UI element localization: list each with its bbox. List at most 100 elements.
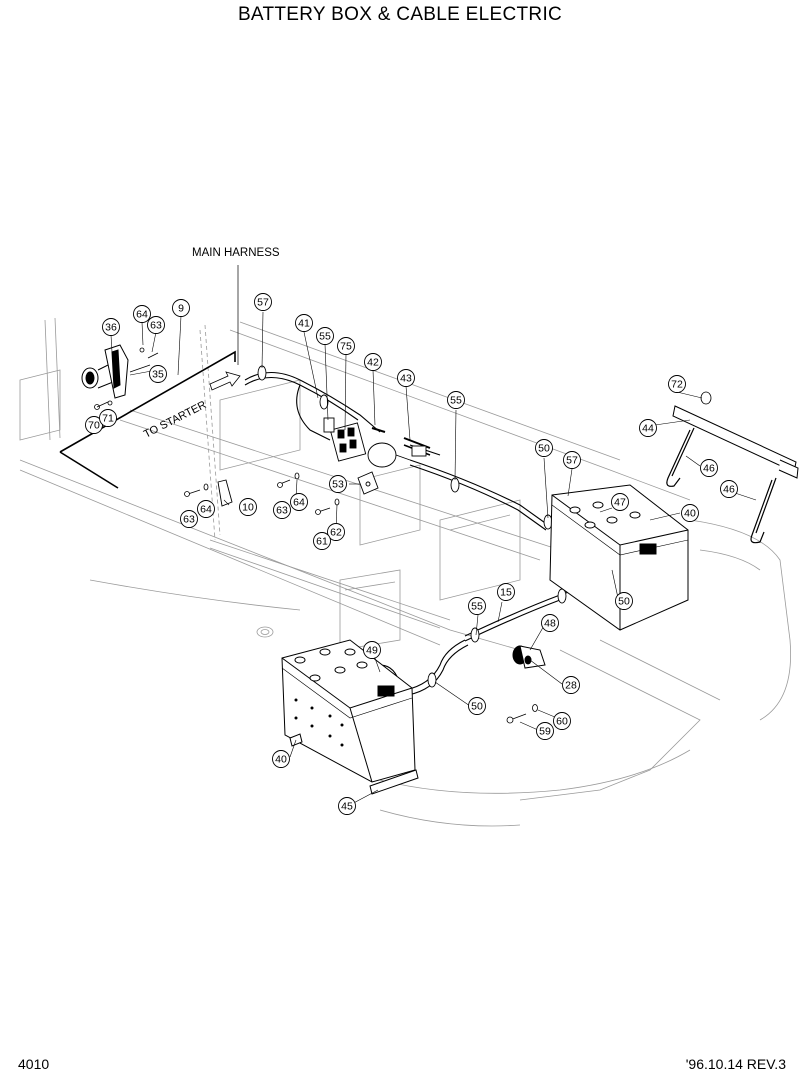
- revision-label: '96.10.14 REV.3: [685, 1056, 786, 1072]
- callout-number: 36: [105, 322, 117, 334]
- part-44-bar: [672, 405, 799, 479]
- callout-circle: [180, 510, 198, 528]
- callout-circle: [316, 327, 334, 345]
- part-53-bracket: [357, 471, 379, 495]
- callout-57: 57: [563, 451, 581, 469]
- callout-55: 55: [447, 391, 465, 409]
- callout-number: 42: [367, 357, 379, 369]
- callout-circle: [553, 712, 571, 730]
- callout-28: 28: [562, 676, 580, 694]
- callout-number: 63: [150, 320, 162, 332]
- callout-circle: [102, 318, 120, 336]
- battery-lower: [281, 639, 419, 795]
- callout-number: 59: [539, 726, 551, 738]
- callout-number: 63: [276, 505, 288, 517]
- relay-assembly: [323, 417, 431, 468]
- callout-number: 64: [200, 504, 212, 516]
- callout-9: 9: [172, 299, 190, 317]
- battery-upper: [549, 484, 689, 631]
- callout-71: 71: [99, 409, 117, 427]
- callout-circle: [720, 480, 738, 498]
- callout-circle: [681, 504, 699, 522]
- callout-circle: [541, 614, 559, 632]
- callout-50: 50: [468, 697, 486, 715]
- callout-circle: [468, 597, 486, 615]
- callout-circle: [447, 391, 465, 409]
- callout-36: 36: [102, 318, 120, 336]
- callout-45: 45: [338, 797, 356, 815]
- callout-63: 63: [180, 510, 198, 528]
- callout-number: 62: [330, 527, 342, 539]
- callout-46: 46: [700, 459, 718, 477]
- callout-number: 43: [400, 373, 412, 385]
- page-title: BATTERY BOX & CABLE ELECTRIC: [237, 4, 563, 25]
- callout-60: 60: [553, 712, 571, 730]
- part-28-cap: [512, 645, 546, 669]
- callout-number: 57: [257, 297, 269, 309]
- callout-41: 41: [295, 314, 313, 332]
- callout-number: 40: [684, 508, 696, 520]
- callout-61: 61: [313, 532, 331, 550]
- callout-57: 57: [254, 293, 272, 311]
- callout-circle: [562, 676, 580, 694]
- callout-40: 40: [681, 504, 699, 522]
- callout-10: 10: [239, 498, 257, 516]
- callout-40: 40: [272, 750, 290, 768]
- callout-64: 64: [197, 500, 215, 518]
- callout-63: 63: [273, 501, 291, 519]
- callout-49: 49: [363, 641, 381, 659]
- callout-circle: [615, 592, 633, 610]
- callout-number: 45: [341, 801, 353, 813]
- callout-circle: [497, 583, 515, 601]
- callout-circle: [327, 523, 345, 541]
- callout-number: 15: [500, 587, 512, 599]
- callout-circle: [563, 451, 581, 469]
- callout-number: 50: [471, 701, 483, 713]
- callout-number: 50: [538, 443, 550, 455]
- callout-circle: [149, 365, 167, 383]
- page-number: 4010: [18, 1056, 50, 1072]
- callout-circle: [99, 409, 117, 427]
- callout-circle: [700, 459, 718, 477]
- callout-number: 61: [316, 536, 328, 548]
- callout-circle: [313, 532, 331, 550]
- callout-circle: [273, 501, 291, 519]
- callout-50: 50: [615, 592, 633, 610]
- callout-75: 75: [337, 337, 355, 355]
- callout-circle: [338, 797, 356, 815]
- callout-circle: [364, 353, 382, 371]
- callout-63: 63: [147, 316, 165, 334]
- leader-lines: [110, 311, 757, 807]
- callout-circle: [239, 498, 257, 516]
- callout-number: 55: [450, 395, 462, 407]
- callout-43: 43: [397, 369, 415, 387]
- callout-circle: [133, 305, 151, 323]
- callout-42: 42: [364, 353, 382, 371]
- main-harness-outline: [59, 350, 236, 489]
- callout-circle: [363, 641, 381, 659]
- callout-circle: [295, 314, 313, 332]
- callout-number: 71: [102, 413, 114, 425]
- callout-64: 64: [290, 493, 308, 511]
- callout-number: 63: [183, 514, 195, 526]
- callout-62: 62: [327, 523, 345, 541]
- callout-number: 60: [556, 716, 568, 728]
- callout-number: 47: [614, 497, 626, 509]
- bolts-washers: [184, 391, 712, 724]
- callout-50: 50: [535, 439, 553, 457]
- to-starter-text: TO STARTER: [142, 399, 208, 441]
- callout-circle: [397, 369, 415, 387]
- callout-47: 47: [611, 493, 629, 511]
- callout-number: 44: [642, 423, 654, 435]
- callout-number: 57: [566, 455, 578, 467]
- callout-circle: [611, 493, 629, 511]
- callout-circle: [468, 697, 486, 715]
- callout-number: 9: [178, 303, 184, 315]
- callout-number: 35: [152, 369, 164, 381]
- callout-64: 64: [133, 305, 151, 323]
- part-36-coupler: [81, 344, 151, 399]
- part-10: [217, 479, 233, 507]
- callout-number: 70: [88, 420, 100, 432]
- callout-number: 75: [340, 341, 352, 353]
- callout-number: 10: [242, 502, 254, 514]
